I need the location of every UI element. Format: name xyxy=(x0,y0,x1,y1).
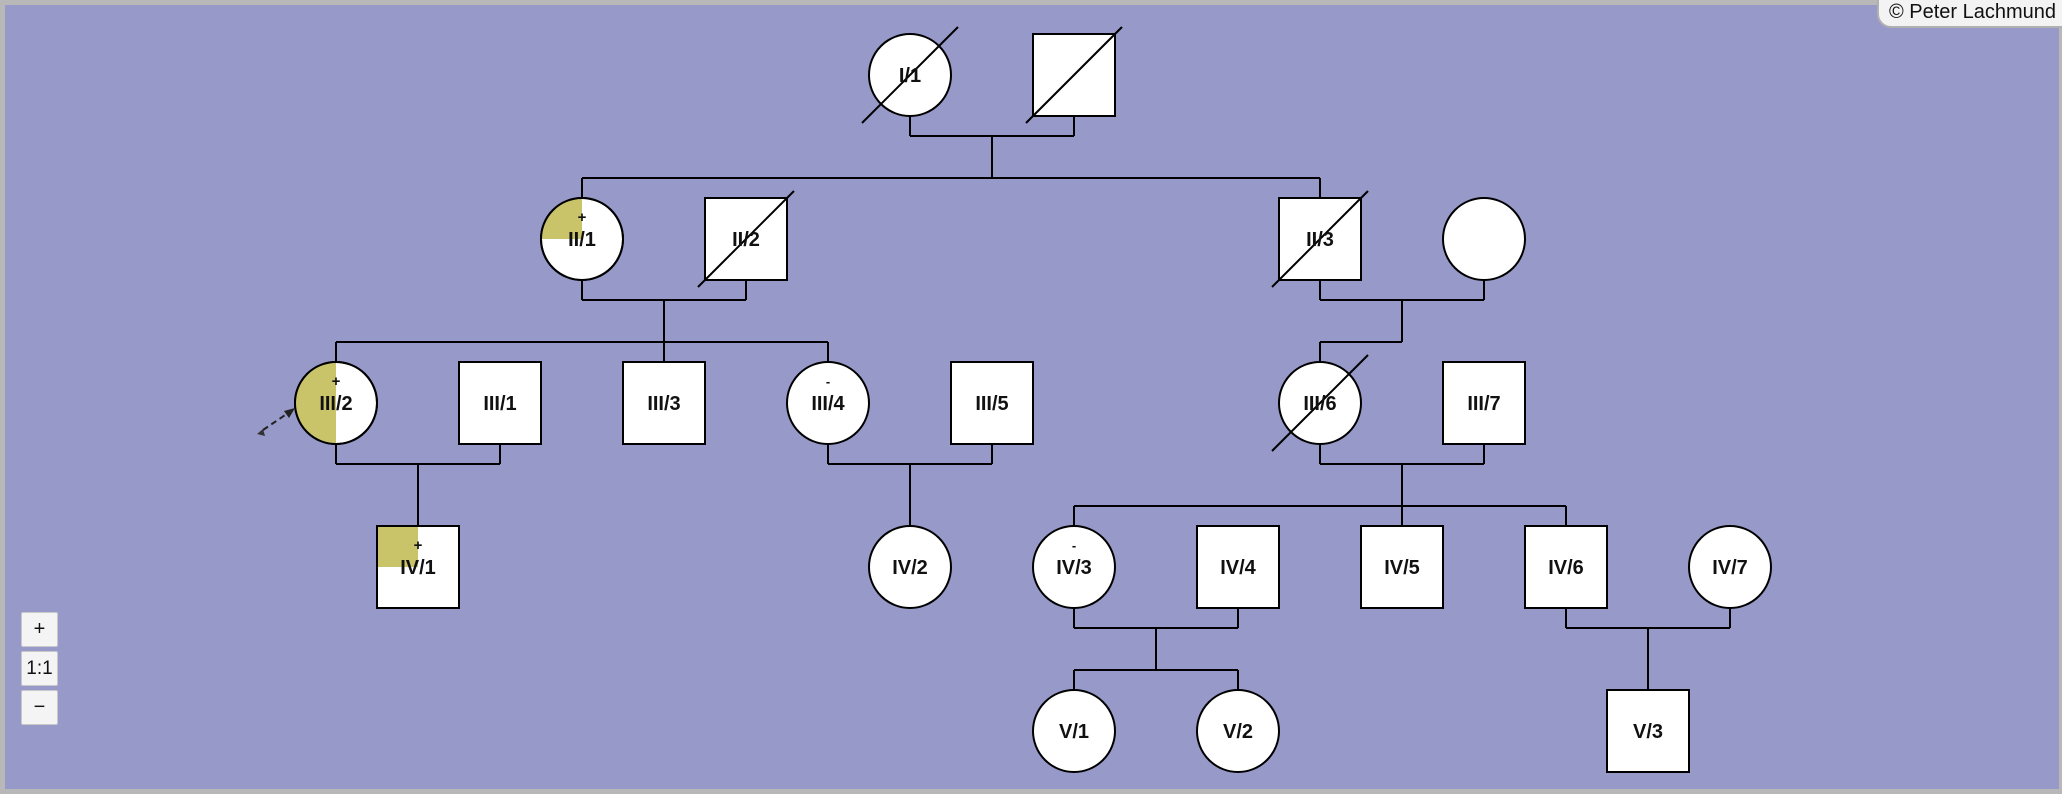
individual-label: IV/4 xyxy=(1220,557,1256,579)
male-symbol xyxy=(622,361,706,445)
deceased-slash xyxy=(861,26,959,124)
individual-label: IV/5 xyxy=(1384,557,1420,579)
female-symbol xyxy=(1688,525,1772,609)
individual-iii-4[interactable]: - III/4 xyxy=(786,361,870,445)
relationship-lines xyxy=(335,116,1731,690)
female-symbol xyxy=(1032,689,1116,773)
individual-iii-5[interactable]: III/5 xyxy=(950,361,1034,445)
individual-v-2[interactable]: V/2 xyxy=(1196,689,1280,773)
individual-label: III/1 xyxy=(483,393,516,415)
carrier-plus-marker: + xyxy=(332,373,341,390)
carrier-plus-marker: + xyxy=(414,537,423,554)
individual-label: IV/3 xyxy=(1056,557,1092,579)
male-symbol xyxy=(1524,525,1608,609)
individual-iv-2[interactable]: IV/2 xyxy=(868,525,952,609)
individual-iv-7[interactable]: IV/7 xyxy=(1688,525,1772,609)
individual-label: V/3 xyxy=(1633,721,1663,743)
female-symbol xyxy=(1032,525,1116,609)
individual-iv-4[interactable]: IV/4 xyxy=(1196,525,1280,609)
proband-arrow-tail xyxy=(257,429,265,436)
carrier-minus-marker: - xyxy=(826,374,830,389)
individual-iv-1[interactable]: + IV/1 xyxy=(376,525,460,609)
zoom-out-button[interactable]: − xyxy=(21,690,58,725)
symbol-outline xyxy=(376,525,460,609)
individual-label: IV/7 xyxy=(1712,557,1748,579)
individual-iii-7[interactable]: III/7 xyxy=(1442,361,1526,445)
individual-label: II/3 xyxy=(1306,229,1334,251)
family-line-6 xyxy=(1073,444,1567,526)
pedigree-chart: I/1 + II/1 II/2 II/3 + III/2 III/1 III/3 - III/4 II… xyxy=(257,26,1772,773)
symbol-outline xyxy=(294,361,378,445)
deceased-slash xyxy=(1025,26,1123,124)
individual-label: IV/1 xyxy=(400,557,436,579)
individual-label: I/1 xyxy=(899,65,921,87)
individual-label: III/6 xyxy=(1303,393,1336,415)
male-symbol xyxy=(1442,361,1526,445)
affected-quadrant xyxy=(541,198,582,239)
individual-iii-1[interactable]: III/1 xyxy=(458,361,542,445)
individual-ii-2[interactable]: II/2 xyxy=(697,190,795,288)
female-symbol xyxy=(786,361,870,445)
individual-v-3[interactable]: V/3 xyxy=(1606,689,1690,773)
male-symbol xyxy=(1360,525,1444,609)
individual-label: V/2 xyxy=(1223,721,1253,743)
individual-ii-1[interactable]: + II/1 xyxy=(540,197,624,281)
individual-label: II/2 xyxy=(732,229,760,251)
female-symbol xyxy=(1196,689,1280,773)
deceased-slash xyxy=(1271,190,1369,288)
proband-arrowhead xyxy=(284,408,295,418)
individual-iv-6[interactable]: IV/6 xyxy=(1524,525,1608,609)
individual-label: III/5 xyxy=(975,393,1008,415)
zoom-in-button[interactable]: + xyxy=(21,612,58,647)
carrier-plus-marker: + xyxy=(578,209,587,226)
male-symbol xyxy=(1606,689,1690,773)
individual-label: IV/6 xyxy=(1548,557,1584,579)
individual-label: III/7 xyxy=(1467,393,1500,415)
zoom-reset-button[interactable]: 1:1 xyxy=(21,651,58,686)
family-line-8 xyxy=(1565,608,1731,690)
male-symbol xyxy=(458,361,542,445)
copyright-credit: © Peter Lachmund xyxy=(1876,0,2062,28)
family-line-4 xyxy=(335,444,501,526)
individual-ii-3[interactable]: II/3 xyxy=(1271,190,1369,288)
individual-label: IV/2 xyxy=(892,557,928,579)
proband-arrow-shaft xyxy=(262,410,292,431)
carrier-minus-marker: - xyxy=(1072,538,1076,553)
individual-v-1[interactable]: V/1 xyxy=(1032,689,1116,773)
individual-ii-4[interactable] xyxy=(1442,197,1526,281)
individual-iii-3[interactable]: III/3 xyxy=(622,361,706,445)
individuals: I/1 + II/1 II/2 II/3 + III/2 III/1 III/3 - III/4 II… xyxy=(257,26,1772,773)
symbol-outline xyxy=(540,197,624,281)
female-symbol xyxy=(868,525,952,609)
family-line-1 xyxy=(581,116,1321,198)
individual-iv-3[interactable]: - IV/3 xyxy=(1032,525,1116,609)
individual-iii-2[interactable]: + III/2 xyxy=(257,361,378,445)
female-symbol xyxy=(1442,197,1526,281)
individual-label: III/3 xyxy=(647,393,680,415)
deceased-slash xyxy=(1271,354,1369,452)
family-line-5 xyxy=(827,444,993,526)
individual-label: II/1 xyxy=(568,229,596,251)
individual-label: III/4 xyxy=(811,393,845,415)
individual-iv-5[interactable]: IV/5 xyxy=(1360,525,1444,609)
affected-quadrant xyxy=(378,527,418,567)
male-symbol xyxy=(950,361,1034,445)
family-line-3 xyxy=(1319,280,1485,362)
individual-label: III/2 xyxy=(319,393,352,415)
family-line-7 xyxy=(1073,608,1239,690)
family-line-2 xyxy=(335,280,829,362)
deceased-slash xyxy=(697,190,795,288)
male-symbol xyxy=(1196,525,1280,609)
individual-iii-6[interactable]: III/6 xyxy=(1271,354,1369,452)
individual-i-1[interactable]: I/1 xyxy=(861,26,959,124)
affected-half xyxy=(295,362,336,444)
individual-label: V/1 xyxy=(1059,721,1089,743)
individual-i-2[interactable] xyxy=(1025,26,1123,124)
